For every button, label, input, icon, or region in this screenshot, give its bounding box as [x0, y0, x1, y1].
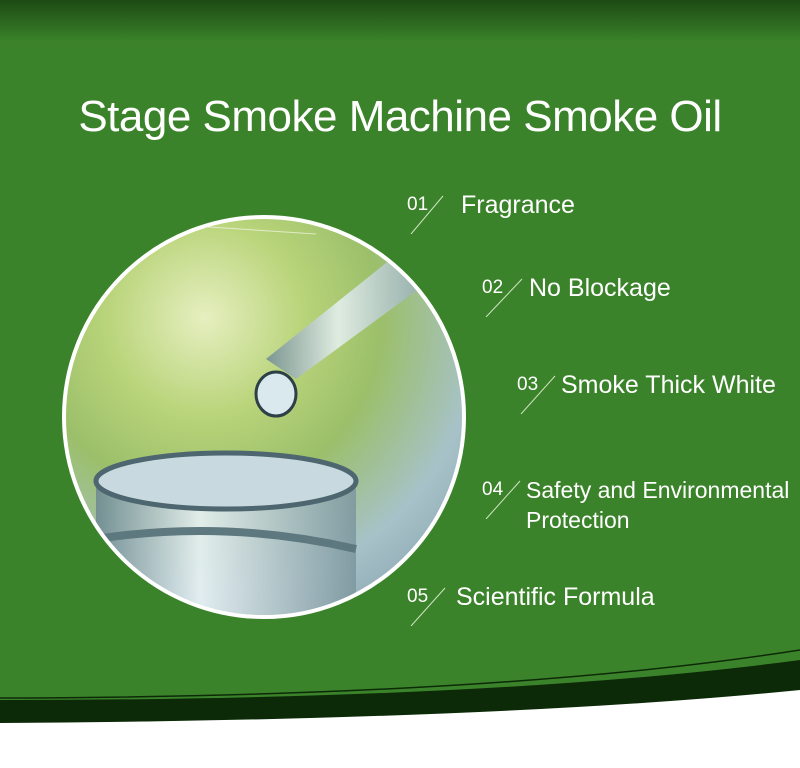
feature-item-1: 01 Fragrance [407, 190, 575, 234]
page-title: Stage Smoke Machine Smoke Oil [78, 92, 722, 141]
product-photo [62, 215, 466, 619]
feature-number: 03 [517, 374, 561, 414]
feature-item-5: 05 Scientific Formula [407, 582, 655, 626]
feature-number: 01 [407, 194, 451, 234]
slash-icon [485, 278, 523, 317]
feature-label: Safety and Environmental Protection [526, 477, 790, 533]
feature-item-4: 04 Safety and Environmental Protection [482, 475, 796, 535]
feature-label: Smoke Thick White [561, 371, 776, 399]
feature-item-3: 03 Smoke Thick White [517, 370, 776, 414]
slash-icon [410, 587, 446, 626]
feature-number: 04 [482, 479, 526, 519]
feature-label: Scientific Formula [456, 583, 655, 611]
slash-icon [410, 195, 444, 234]
feature-number: 02 [482, 277, 526, 317]
slash-icon [520, 375, 556, 414]
feature-label: No Blockage [529, 274, 671, 302]
slash-icon [485, 480, 521, 519]
feature-item-2: 02 No Blockage [482, 273, 671, 317]
feature-number: 05 [407, 586, 451, 626]
feature-label: Fragrance [461, 191, 575, 219]
dropper-bottle-image [85, 219, 446, 615]
